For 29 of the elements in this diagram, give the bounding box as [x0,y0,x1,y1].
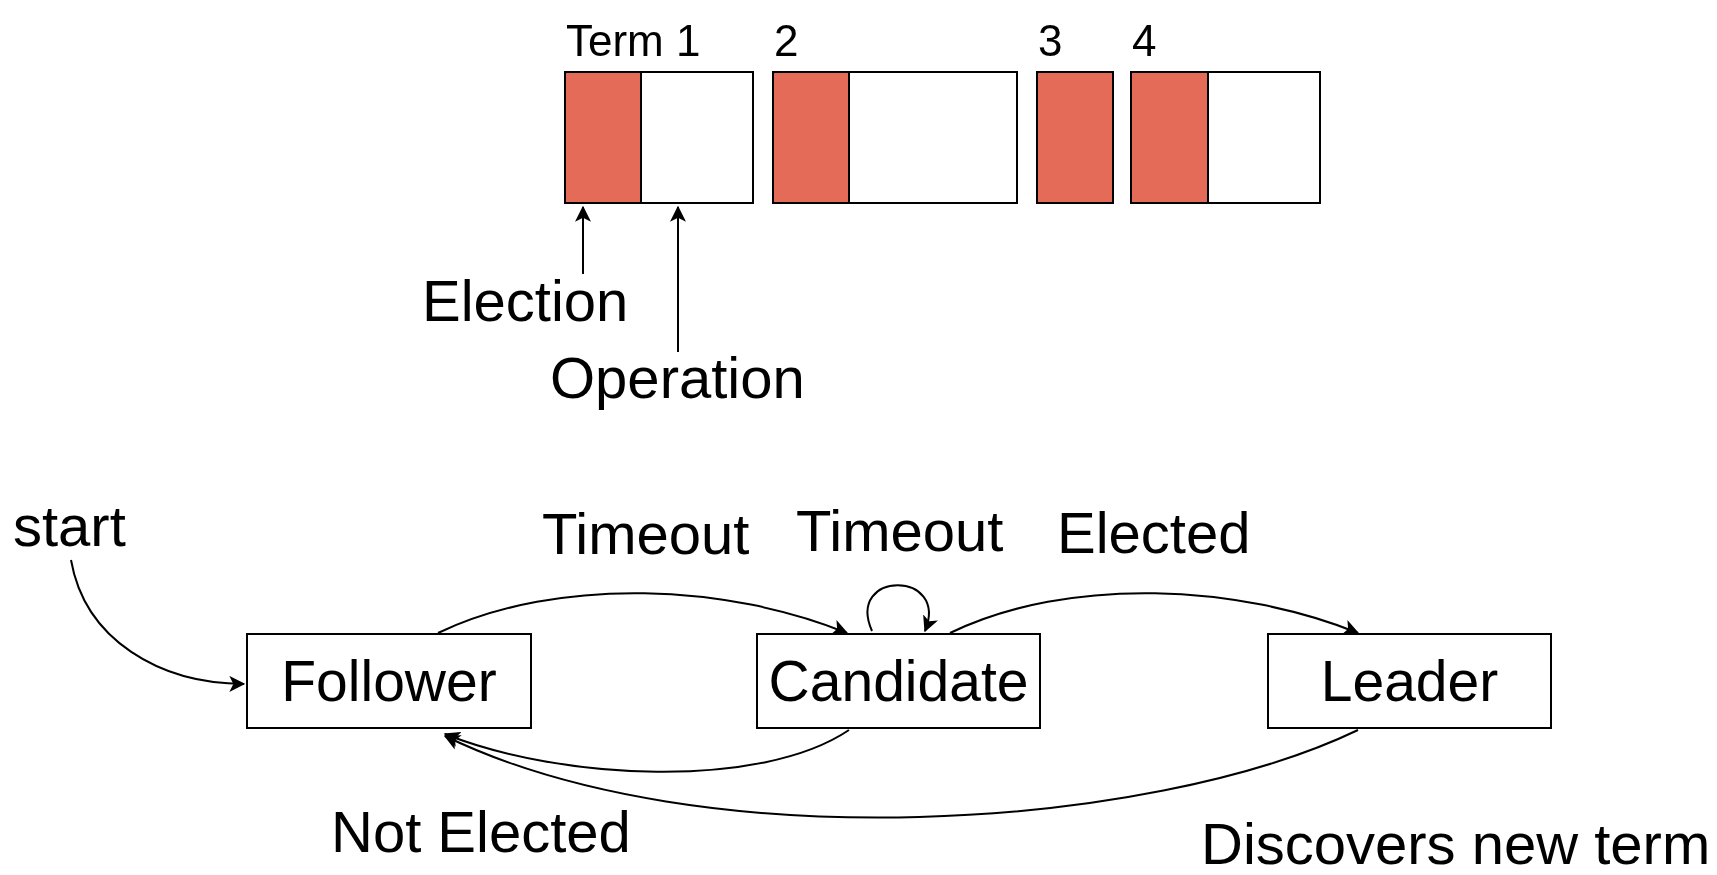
edge-label: Timeout [796,502,1004,560]
arrow [443,729,1359,818]
term-label: 4 [1132,15,1157,67]
edge-label: Timeout [542,505,750,563]
edge-label: Discovers new term [1201,815,1711,873]
election-segment [1130,71,1209,204]
arrow [866,584,937,633]
operation-segment [1206,71,1321,204]
annotation-text: start [13,497,126,555]
edge-label: Not Elected [331,803,631,861]
operation-segment [847,71,1018,204]
state-box: Follower [246,633,532,729]
election-segment [564,71,642,204]
election-segment [1036,71,1114,204]
state-box: Leader [1267,633,1552,729]
arrow [443,729,850,773]
arrow [670,205,686,353]
arrow [70,559,246,692]
operation-segment [639,71,754,204]
term-label: 3 [1038,15,1063,67]
annotation-text: Election [422,272,629,330]
term-label: 2 [774,15,799,67]
arrow [949,592,1360,636]
election-segment [772,71,850,204]
state-box: Candidate [756,633,1041,729]
edge-label: Elected [1057,504,1251,562]
term-label: Term 1 [566,15,701,67]
arrow [437,592,849,636]
arrow [575,205,591,275]
